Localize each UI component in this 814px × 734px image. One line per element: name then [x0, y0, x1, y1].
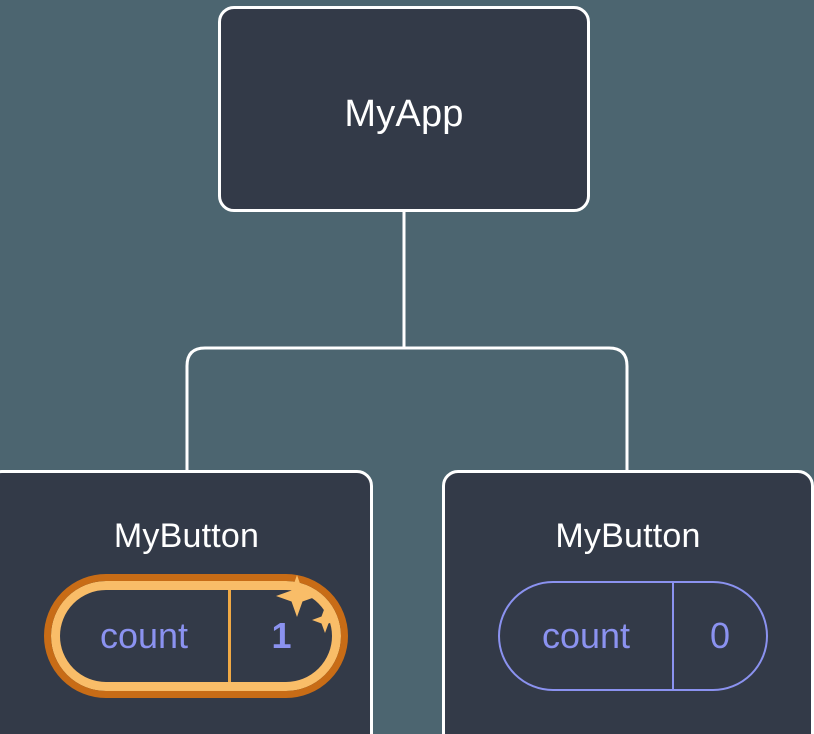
- state-key-label: count: [541, 615, 631, 656]
- state-pill-divider: [672, 583, 674, 689]
- state-value-label: 0: [709, 615, 731, 656]
- state-pill-divider: [228, 590, 231, 682]
- state-key-label: count: [99, 615, 189, 656]
- component-node-myapp[interactable]: MyApp: [218, 6, 590, 212]
- state-pill-wrapper: count 1: [44, 574, 348, 698]
- component-node-title: MyButton: [113, 517, 260, 555]
- state-value-label: 1: [271, 615, 292, 656]
- component-node-mybutton-left[interactable]: MyButton count 1: [0, 470, 373, 734]
- state-pill[interactable]: count 0: [498, 581, 768, 691]
- connector-branch-bar: [185, 346, 629, 470]
- component-node-title: MyApp: [344, 93, 464, 135]
- state-pill-wrapper: count 0: [498, 581, 768, 691]
- component-node-title: MyButton: [555, 517, 701, 555]
- state-pill-highlighted[interactable]: count 1: [44, 574, 348, 698]
- component-node-mybutton-right[interactable]: MyButton count 0: [442, 470, 814, 734]
